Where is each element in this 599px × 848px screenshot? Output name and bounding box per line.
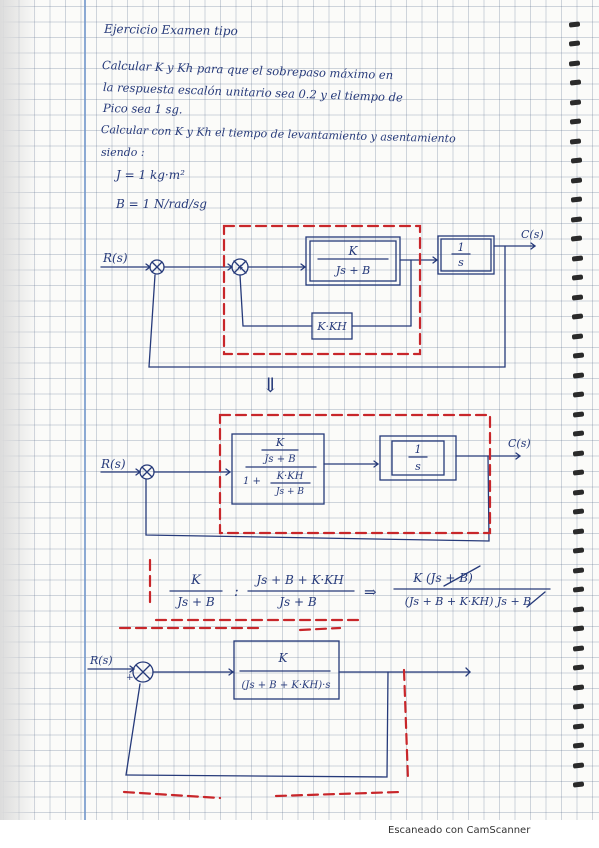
d2-reduced-block bbox=[231, 433, 325, 505]
d1-output-label: C(s) bbox=[521, 228, 544, 241]
d1-implies-arrow: ⇓ bbox=[262, 373, 279, 397]
question-line-2: siendo : bbox=[101, 146, 145, 159]
eq-mid-num: Js + B + K·KH bbox=[253, 573, 344, 587]
scanner-watermark: Escaneado con CamScanner bbox=[388, 825, 531, 836]
eq-cancel-stroke-2 bbox=[526, 591, 546, 608]
d3-block-num: K bbox=[278, 651, 289, 665]
d2-bottom-num: K·KH bbox=[276, 471, 304, 482]
eq-rhs-num: K (Js + B) bbox=[412, 571, 473, 585]
d3-closed-block bbox=[233, 640, 340, 700]
block-diagram-3: R(s) + K (Js + B + K·KH)·s bbox=[87, 626, 471, 800]
d2-output-label: C(s) bbox=[508, 437, 531, 450]
block-diagram-1: R(s) + K Js + B 1 s C(s) bbox=[100, 224, 544, 397]
scanner-footer bbox=[0, 820, 599, 848]
eq-lhs-den: Js + B bbox=[174, 595, 215, 609]
d1-forward-num: K bbox=[348, 244, 359, 258]
d2-reduction-outline bbox=[218, 413, 492, 535]
simplification-equation: K Js + B : Js + B + K·KH Js + B ⇒ K (Js … bbox=[148, 558, 551, 622]
d2-integrator-den: s bbox=[415, 460, 421, 473]
d2-bottom-den: Js + B bbox=[274, 487, 304, 497]
d2-bottom-prefix: 1 + bbox=[243, 476, 261, 487]
d1-integrator-den: s bbox=[458, 256, 464, 269]
d2-summing-junction bbox=[139, 464, 155, 480]
d2-integrator-block bbox=[379, 435, 457, 481]
d2-integrator-num: 1 bbox=[415, 443, 422, 456]
d2-top-den: Js + B bbox=[262, 454, 295, 465]
d3-summing-junction: + bbox=[126, 661, 154, 683]
eq-mid-den: Js + B bbox=[276, 595, 317, 609]
param-inertia: J = 1 kg·m² bbox=[116, 168, 185, 182]
d1-integrator-num: 1 bbox=[458, 241, 465, 254]
d1-summing-junction-2: + bbox=[231, 258, 249, 276]
d1-sum-sign: + bbox=[237, 263, 244, 272]
d1-feedback-label: K·KH bbox=[316, 320, 347, 333]
eq-rhs-den: (Js + B + K·KH) Js + B bbox=[405, 595, 532, 608]
eq-colon: : bbox=[234, 584, 239, 600]
eq-implies: ⇒ bbox=[364, 583, 377, 601]
margin-line bbox=[84, 0, 86, 820]
eq-lhs-num: K bbox=[190, 573, 202, 588]
page-edge-shadow bbox=[0, 0, 38, 848]
d2-input-label: R(s) bbox=[100, 457, 126, 471]
d3-input-label: R(s) bbox=[89, 654, 113, 667]
d1-input-label: R(s) bbox=[102, 251, 128, 265]
d1-reduction-outline bbox=[222, 224, 422, 356]
eq-cancel-stroke-1 bbox=[443, 565, 481, 587]
d1-forward-den: Js + B bbox=[334, 264, 370, 277]
d2-top-num: K bbox=[275, 436, 285, 449]
d1-summing-junction-1 bbox=[149, 259, 165, 275]
d1-forward-block bbox=[305, 236, 401, 286]
param-damping: B = 1 N/rad/sg bbox=[116, 197, 207, 211]
d1-integrator-block bbox=[437, 235, 495, 275]
d3-sum-sign: + bbox=[126, 673, 134, 683]
block-diagram-2: R(s) K Js + B 1 + K·KH Js + B 1 s C(s) bbox=[100, 413, 531, 542]
d3-block-den: (Js + B + K·KH)·s bbox=[242, 680, 331, 691]
